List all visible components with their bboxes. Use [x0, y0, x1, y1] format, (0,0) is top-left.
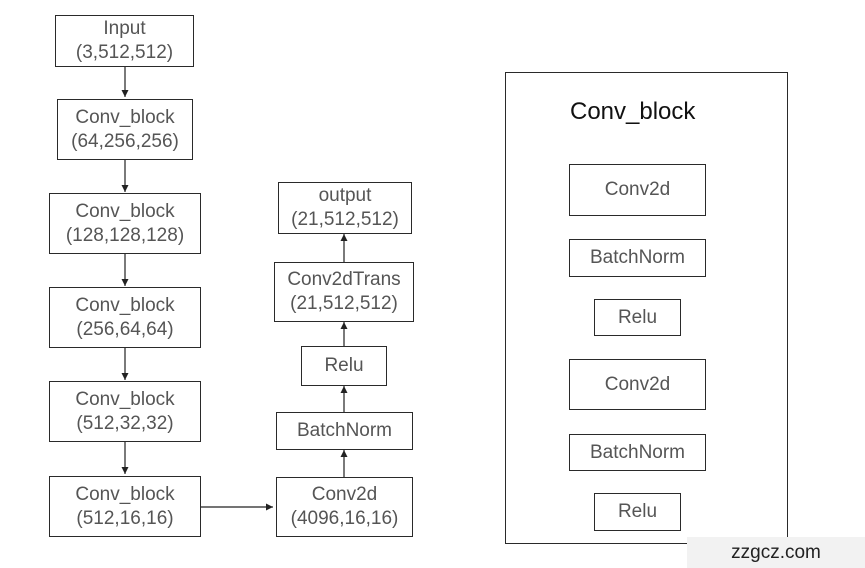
- input-node: Input (3,512,512): [55, 15, 194, 67]
- detail-batchnorm-2-label: BatchNorm: [589, 441, 686, 463]
- detail-relu-2-label: Relu: [617, 501, 658, 522]
- output-label: output: [318, 185, 372, 206]
- conv-block-5-node: Conv_block (512,16,16): [49, 476, 201, 537]
- detail-batchnorm-1: BatchNorm: [569, 239, 706, 277]
- relu-node: Relu: [301, 346, 387, 386]
- detail-conv2d-1: Conv2d: [569, 164, 706, 216]
- input-node-label: Input: [103, 18, 146, 39]
- detail-conv2d-2-label: Conv2d: [604, 373, 671, 395]
- conv-block-detail-title: Conv_block: [570, 98, 696, 125]
- conv-block-2-label: Conv_block: [75, 200, 175, 222]
- batchnorm-node: BatchNorm: [276, 412, 413, 450]
- conv-block-4-node: Conv_block (512,32,32): [49, 381, 201, 442]
- detail-batchnorm-1-label: BatchNorm: [589, 247, 686, 268]
- input-node-shape: (3,512,512): [75, 42, 174, 63]
- output-shape: (21,512,512): [291, 209, 399, 230]
- detail-batchnorm-2: BatchNorm: [569, 434, 706, 471]
- conv-block-1-label: Conv_block: [75, 106, 175, 128]
- conv-block-2-shape: (128,128,128): [65, 224, 185, 246]
- conv-block-3-shape: (256,64,64): [76, 318, 174, 340]
- conv2dtrans-shape: (21,512,512): [290, 293, 398, 314]
- detail-conv2d-2: Conv2d: [569, 359, 706, 410]
- watermark: zzgcz.com: [687, 537, 865, 568]
- conv-block-4-label: Conv_block: [75, 388, 175, 410]
- conv2d-shape: (4096,16,16): [290, 508, 399, 529]
- conv-block-3-label: Conv_block: [75, 294, 175, 316]
- detail-relu-1: Relu: [594, 299, 681, 336]
- relu-label: Relu: [324, 355, 364, 376]
- batchnorm-label: BatchNorm: [296, 420, 393, 441]
- conv2d-node: Conv2d (4096,16,16): [276, 477, 413, 537]
- conv2dtrans-node: Conv2dTrans (21,512,512): [274, 262, 414, 322]
- conv-block-1-node: Conv_block (64,256,256): [57, 99, 193, 160]
- conv2d-label: Conv2d: [311, 484, 378, 505]
- conv2dtrans-label: Conv2dTrans: [287, 269, 401, 290]
- conv-block-3-node: Conv_block (256,64,64): [49, 287, 201, 348]
- conv-block-5-shape: (512,16,16): [76, 507, 174, 529]
- detail-conv2d-1-label: Conv2d: [604, 179, 671, 200]
- conv-block-5-label: Conv_block: [75, 483, 175, 505]
- conv-block-1-shape: (64,256,256): [71, 130, 179, 152]
- conv-block-4-shape: (512,32,32): [76, 412, 174, 434]
- detail-relu-1-label: Relu: [617, 306, 658, 328]
- detail-relu-2: Relu: [594, 493, 681, 531]
- output-node: output (21,512,512): [278, 182, 412, 234]
- conv-block-2-node: Conv_block (128,128,128): [49, 193, 201, 254]
